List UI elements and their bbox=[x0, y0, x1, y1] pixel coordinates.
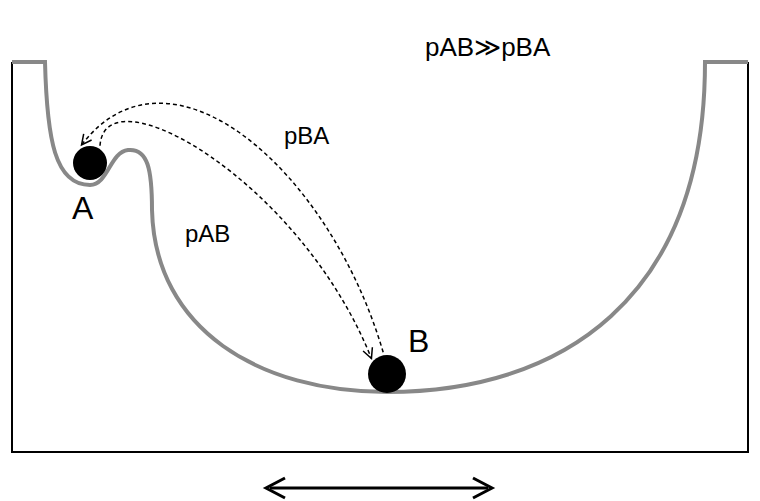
ball: A bbox=[73, 146, 107, 180]
shake-arrow bbox=[266, 478, 492, 498]
transition-label: pAB bbox=[185, 222, 230, 246]
landscape-curve bbox=[12, 62, 748, 392]
state-label: B bbox=[408, 325, 429, 357]
transition-arrow bbox=[82, 103, 384, 352]
rate-note: pAB≫pBA bbox=[425, 34, 550, 60]
state-label: A bbox=[72, 192, 93, 224]
container-frame bbox=[12, 62, 748, 452]
ball: B bbox=[368, 355, 406, 393]
ball-shape bbox=[73, 146, 107, 180]
transition-arrow bbox=[100, 121, 371, 358]
ball-shape bbox=[368, 355, 406, 393]
transition-label: pBA bbox=[284, 124, 329, 148]
